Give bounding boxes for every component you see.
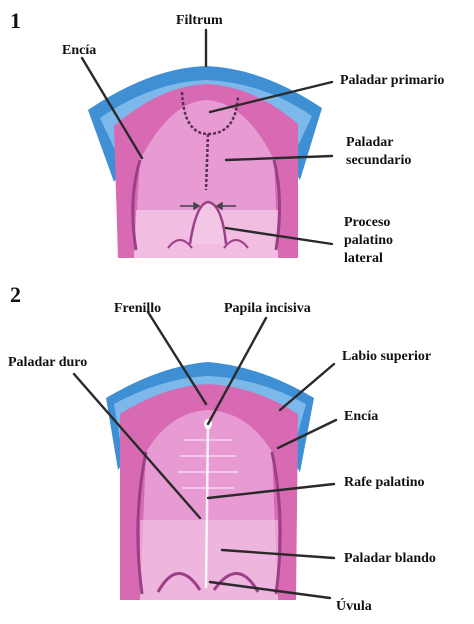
leader-paladar-primario [208,80,334,114]
leader-labio-superior [278,362,336,412]
primary-palate-outline [180,91,240,136]
fusion-arrows [180,201,236,211]
label-rafe-palatino: Rafe palatino [344,475,425,490]
label-papila-incisiva: Papila incisiva [224,301,311,316]
palate-seam-dashed [204,133,210,191]
leader-paladar-secundario [224,154,334,162]
leader-papila-incisiva [206,316,268,426]
label-frenillo: Frenillo [114,301,161,316]
panel-1: 1 Filtrum E [10,8,444,266]
label-filtrum: Filtrum [176,13,223,28]
uvula-shape [156,572,260,593]
palatine-rugae [178,439,238,489]
label-labio-superior: Labio superior [342,349,431,364]
panel-1-number: 1 [10,8,21,33]
groove-left-2 [136,451,148,595]
palatine-raphe [204,423,210,589]
leader-proceso-palatino [224,226,334,246]
panel-2: 2 Frenillo [8,282,436,614]
label-paladar-duro: Paladar duro [8,355,87,370]
label-uvula: Úvula [336,597,372,614]
label-proceso-2: palatino [344,233,393,248]
label-encia-2: Encía [344,409,378,424]
label-paladar-secundario-1: Paladar [346,135,393,150]
leader-encia-1 [80,56,144,160]
leader-paladar-blando [220,548,336,560]
label-paladar-primario: Paladar primario [340,73,444,88]
label-proceso-1: Proceso [344,215,390,230]
groove-right-1 [272,159,282,251]
label-paladar-blando: Paladar blando [344,551,436,566]
groove-right-2 [270,451,282,595]
leader-paladar-duro [72,372,202,520]
label-encia-1: Encía [62,43,96,58]
leader-encia-2 [276,418,338,450]
label-proceso-3: lateral [344,251,383,266]
groove-left-1 [131,159,142,251]
soft-palate-region [140,520,278,600]
panel-2-number: 2 [10,282,21,307]
leader-uvula [208,580,332,600]
label-paladar-secundario-2: secundario [346,153,411,168]
lateral-fold-left [167,239,193,249]
upper-lip-inner-2 [114,376,306,440]
leader-rafe-palatino [206,482,336,500]
lateral-process-shape [188,200,228,245]
lateral-fold-right [223,239,249,249]
leader-frenillo [146,310,208,406]
